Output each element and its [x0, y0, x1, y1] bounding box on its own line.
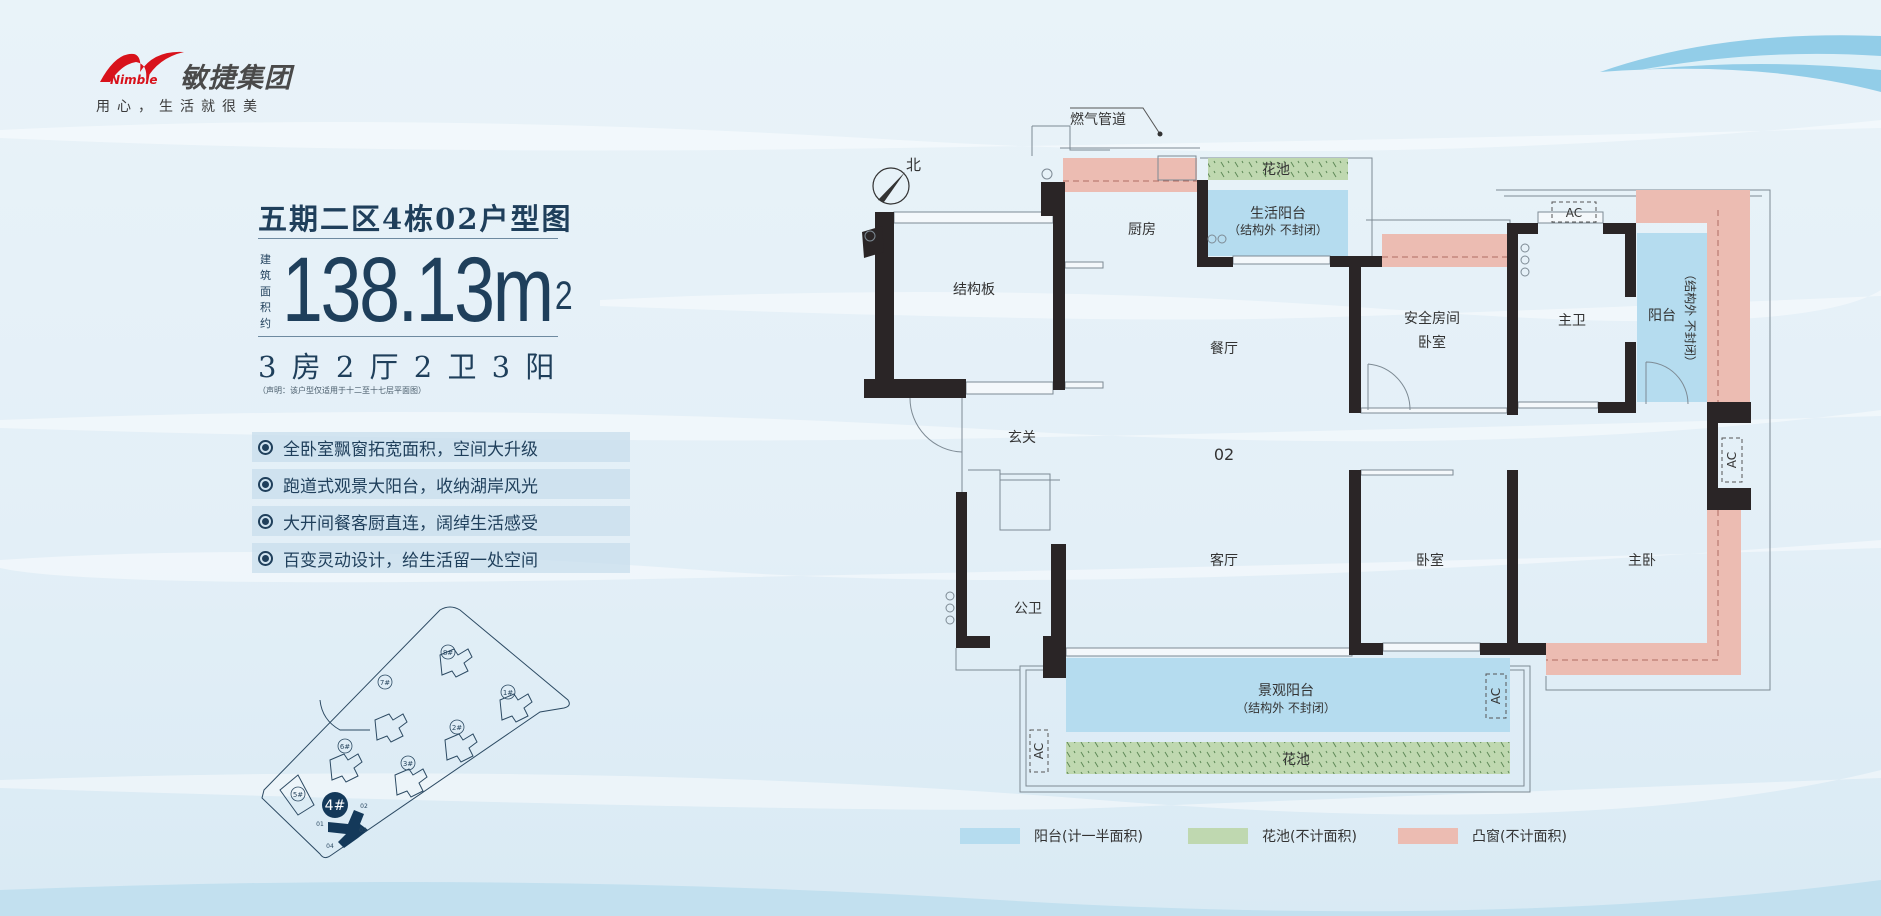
room-master-bedroom: 主卧	[1628, 553, 1656, 569]
ac-label: AC	[1032, 743, 1046, 759]
flower-bed-top-label: 花池	[1262, 162, 1290, 178]
balcony-zones	[1066, 190, 1707, 732]
room-view-balcony: 景观阳台	[1258, 683, 1314, 699]
feature-item: 百变灵动设计，给生活留一处空间	[252, 543, 630, 573]
divider	[258, 238, 558, 239]
flower-bed-bottom-label: 花池	[1282, 752, 1310, 768]
area-number: 138.13m	[282, 239, 554, 341]
unit-number: 02	[1214, 445, 1234, 464]
feature-list: 全卧室飘窗拓宽面积，空间大升级 跑道式观景大阳台，收纳湖岸风光 大开间餐客厨直连…	[252, 432, 630, 580]
ac-label: AC	[1566, 206, 1582, 220]
legend-bay-window: 凸窗(不计面积)	[1398, 826, 1567, 846]
room-balcony: 阳台	[1648, 308, 1676, 324]
bullet-icon	[258, 550, 273, 566]
building-5	[279, 774, 315, 816]
room-layout: 3 房 2 厅 2 卫 3 阳	[258, 350, 558, 384]
legend-label: 阳台(计一半面积)	[1034, 829, 1143, 845]
building-label: 8#	[443, 649, 453, 657]
legend-swatch	[1398, 828, 1458, 844]
north-compass-icon	[872, 167, 910, 205]
balcony-note: （结构外 不封闭）	[1683, 268, 1698, 368]
room-living-balcony: 生活阳台	[1250, 206, 1306, 222]
north-label: 北	[906, 156, 921, 174]
feature-text: 跑道式观景大阳台，收纳湖岸风光	[283, 476, 538, 497]
room-public-bath: 公卫	[1014, 601, 1042, 617]
ac-label: AC	[1489, 688, 1503, 704]
page-title: 五期二区4栋02户型图	[258, 202, 573, 236]
unit-label: 02	[360, 803, 368, 810]
building-label: 2#	[452, 724, 462, 732]
logo-mark-icon	[100, 51, 184, 82]
room-master-bath: 主卫	[1558, 313, 1586, 329]
building-label: 5#	[293, 791, 303, 799]
view-balcony-note: （结构外 不封闭）	[1236, 700, 1336, 715]
highlight-building-label: 4#	[325, 798, 346, 814]
gas-pipe-label: 燃气管道	[1070, 111, 1126, 128]
living-balcony-note: （结构外 不封闭）	[1228, 222, 1328, 237]
building-label: 7#	[380, 679, 390, 687]
room-structure-slab: 结构板	[953, 282, 995, 298]
feature-item: 跑道式观景大阳台，收纳湖岸风光	[252, 469, 630, 499]
unit-label: 04	[326, 843, 334, 850]
feature-item: 全卧室飘窗拓宽面积，空间大升级	[252, 432, 630, 462]
room-dining: 餐厅	[1210, 341, 1238, 357]
ac-label: AC	[1725, 452, 1739, 468]
door-balcony	[1645, 361, 1689, 405]
area-label: 建筑面积约	[260, 253, 271, 330]
site-map: 1# 2# 3# 5# 6# 7# 8# 4# 01 02 03 04	[261, 606, 570, 859]
unit-label: 03	[359, 827, 367, 834]
bullet-icon	[258, 513, 273, 529]
feature-text: 全卧室飘窗拓宽面积，空间大升级	[283, 439, 538, 460]
legend-swatch	[960, 828, 1020, 844]
building-label: 1#	[503, 689, 513, 697]
building-4-units	[328, 810, 368, 848]
divider	[258, 336, 558, 337]
legend-swatch	[1188, 828, 1248, 844]
room-kitchen: 厨房	[1128, 222, 1156, 238]
feature-item: 大开间餐客厨直连，阔绰生活感受	[252, 506, 630, 536]
door-entry	[909, 397, 963, 453]
unit-label: 01	[316, 821, 324, 828]
building-label: 3#	[403, 760, 413, 768]
room-bedroom: 卧室	[1416, 552, 1444, 569]
feature-text: 百变灵动设计，给生活留一处空间	[283, 550, 538, 571]
legend-balcony: 阳台(计一半面积)	[960, 826, 1143, 846]
area-value: 138.13m2	[282, 239, 573, 341]
room-safe-room-bedroom: 卧室	[1418, 334, 1446, 351]
brand-name-cn: 敏捷集团	[180, 63, 292, 94]
room-safe-room: 安全房间	[1404, 310, 1460, 327]
brand-slogan: 用心，生活就很美	[96, 99, 264, 115]
legend-label: 凸窗(不计面积)	[1472, 829, 1567, 845]
building-label: 6#	[340, 743, 350, 751]
walls	[862, 180, 1751, 678]
brand-logo: Nimble 敏捷集团 用心，生活就很美	[96, 46, 296, 118]
disclaimer: （声明：该户型仅适用于十二至十七层平面图）	[258, 386, 426, 395]
bullet-icon	[258, 476, 273, 492]
room-living: 客厅	[1210, 552, 1238, 569]
area-unit-sup: 2	[554, 274, 573, 318]
feature-text: 大开间餐客厨直连，阔绰生活感受	[283, 513, 538, 534]
bullet-icon	[258, 439, 273, 455]
door-safe-room	[1367, 363, 1411, 411]
flower-bed-zones	[1066, 158, 1510, 774]
brand-name-en: Nimble	[110, 73, 158, 87]
room-foyer: 玄关	[1008, 429, 1036, 446]
legend-label: 花池(不计面积)	[1262, 829, 1357, 845]
legend-flower-bed: 花池(不计面积)	[1188, 826, 1357, 846]
bay-window-zones	[1063, 158, 1750, 675]
